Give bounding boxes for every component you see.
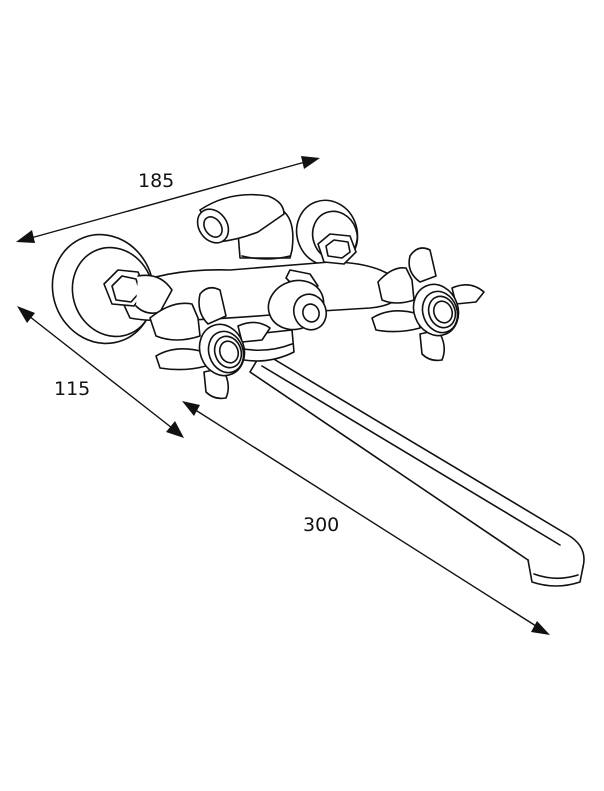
right-hex-nut	[317, 233, 357, 265]
dimension-spout-label: 300	[303, 514, 340, 536]
shower-outlet	[196, 193, 294, 260]
dimension-spout	[182, 401, 550, 635]
dimension-width	[16, 156, 320, 243]
spout	[249, 351, 585, 587]
dimension-depth	[17, 306, 184, 438]
diverter-knob	[267, 269, 328, 331]
dimension-width-label: 185	[138, 170, 175, 192]
dimension-depth-label: 115	[54, 378, 91, 400]
right-cross-handle	[371, 247, 485, 362]
left-cross-handle	[149, 286, 271, 400]
left-hex-nut	[103, 269, 173, 314]
